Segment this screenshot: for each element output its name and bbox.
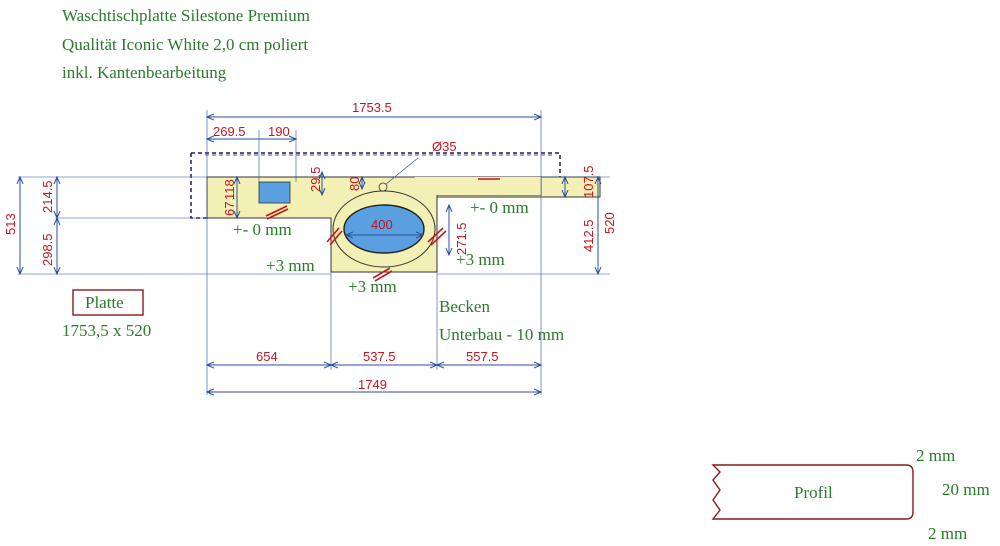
dim-basin-depth: 271.5: [454, 222, 469, 255]
dim-top-overall: 1753.5: [352, 100, 392, 115]
profile-thickness: 20 mm: [942, 480, 990, 499]
dim-bottom-3: 557.5: [466, 349, 499, 364]
dim-inner-c: 29.5: [308, 167, 323, 192]
dim-right-outer: 520: [602, 212, 617, 234]
plate-size: 1753,5 x 520: [62, 321, 151, 340]
note-basin-line2: Unterbau - 10 mm: [439, 325, 564, 344]
note-plus3-left: +3 mm: [266, 256, 315, 275]
dim-left-upper: 214.5: [40, 180, 55, 213]
dim-top-left-2: 190: [268, 124, 290, 139]
dim-inner-a: 67: [222, 202, 237, 216]
dim-bottom-1: 654: [256, 349, 278, 364]
dim-basin-width: 400: [371, 217, 393, 232]
profile-bottom: 2 mm: [928, 524, 967, 543]
note-tolerance-right: +- 0 mm: [470, 198, 529, 217]
plate-label: Platte: [85, 293, 124, 312]
profile-top: 2 mm: [916, 446, 955, 465]
note-plus3-bottom: +3 mm: [348, 277, 397, 296]
dim-hole-diameter: Ø35: [432, 139, 457, 154]
countertop-right-wing: [415, 177, 541, 195]
dim-right-small: 107.5: [581, 165, 596, 198]
dim-bottom-overall: 1749: [358, 377, 387, 392]
note-tolerance-left: +- 0 mm: [233, 220, 292, 239]
basin: [343, 204, 425, 254]
dim-inner-b: 118: [222, 179, 237, 200]
plate-box: [72, 289, 144, 316]
title-line-2: Qualität Iconic White 2,0 cm poliert: [62, 35, 309, 54]
title-line-3: inkl. Kantenbearbeitung: [62, 63, 227, 82]
profile-shape: [711, 464, 914, 520]
tap-hole: [378, 182, 388, 192]
dim-top-left-1: 269.5: [213, 124, 246, 139]
note-basin-line1: Becken: [439, 297, 490, 316]
cutout: [258, 181, 291, 204]
dim-inner-d: 80: [347, 177, 362, 191]
title-line-1: Waschtischplatte Silestone Premium: [62, 6, 310, 25]
dim-bottom-2: 537.5: [363, 349, 396, 364]
dim-right-mid: 412.5: [581, 219, 596, 252]
note-plus3-right: +3 mm: [456, 250, 505, 269]
profile-label: Profil: [794, 483, 833, 502]
dim-left-lower: 298.5: [40, 233, 55, 266]
dim-left-outer: 513: [3, 213, 18, 235]
